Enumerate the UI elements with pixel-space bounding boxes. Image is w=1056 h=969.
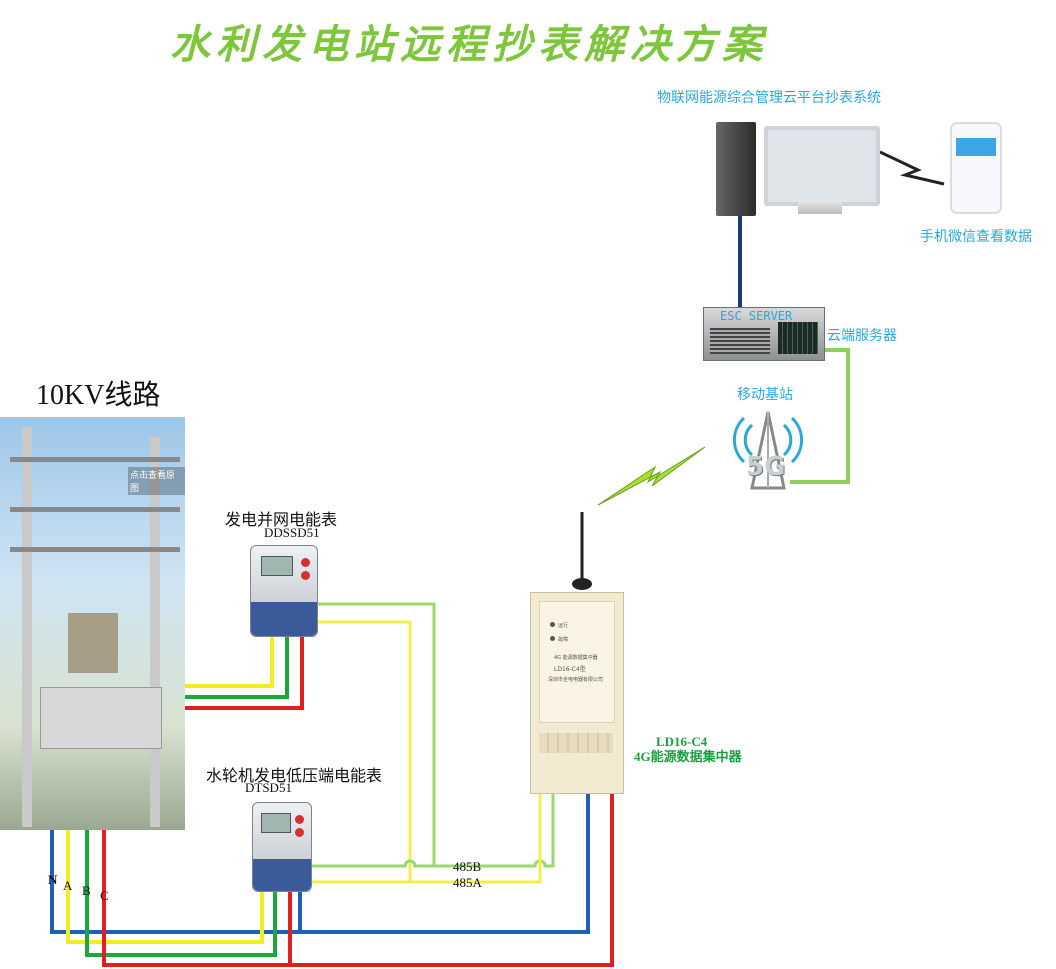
base-station-label: 移动基站 [737,387,793,403]
meter2-model: DTSD51 [245,780,292,795]
server-label: 云端服务器 [827,328,897,344]
bus-green-meter1 [316,602,436,866]
phase-label-c: C [100,888,109,903]
bus-label-485a: 485A [453,875,482,890]
server-icon: ESC SERVER [703,307,825,361]
collector-led-run: 运行 [558,623,569,629]
server-basestation-link [790,348,850,484]
phone-label: 手机微信查看数据 [920,229,1032,245]
base-station-icon [732,411,804,490]
pc-tower-icon [716,122,756,216]
collector-face-line3: 深圳市圭电电器有限公司 [548,677,604,683]
photo-overlay: 点击查看原图 [128,467,185,495]
collector-name: 4G能源数据集中器 [634,749,742,764]
cloud-system-label: 物联网能源综合管理云平台抄表系统 [657,90,881,106]
wire-yellow-meter1 [185,630,274,688]
monitor-icon [764,126,880,206]
wire-yellow-a [66,830,264,944]
bus-485b [310,790,555,868]
collector-face-line1: 4G 能源数据集中器 [554,655,598,661]
wire-blue-collector [300,790,590,934]
wire-red-meter1 [185,632,304,710]
page-title: 水利发电站远程抄表解决方案 [170,21,768,68]
wire-red-collector [290,790,614,967]
bus-yellow-meter1 [316,620,412,882]
meter1-title: 发电并网电能表 [225,512,338,529]
bus-485a [310,790,542,884]
substation-photo: 点击查看原图 [0,417,185,830]
server-chassis-text: ESC SERVER [720,309,793,323]
collector-face-line2: LD16-C4型 [554,666,586,673]
collector-device: 运行 故障 4G 能源数据集中器 LD16-C4型 深圳市圭电电器有限公司 [530,592,624,794]
meter2-title: 水轮机发电低压端电能表 [206,768,383,785]
phase-label-a: A [63,878,73,893]
antenna-base [572,578,592,590]
wire-green-meter1 [185,632,289,699]
5g-badge: 5G [746,452,786,482]
wire-blue-n [50,830,302,934]
bus-label-485b: 485B [453,859,482,874]
wireless-link-pc-phone [879,150,945,186]
phone-icon [950,122,1002,214]
phase-label-b: B [82,883,91,898]
collector-model: LD16-C4 [656,734,708,749]
phase-label-n: N [48,872,58,887]
wireless-link-collector-basestation [597,446,706,506]
line-label: 10KV线路 [36,380,161,411]
meter1-device [250,545,318,637]
meter1-model: DDSSD51 [264,525,320,540]
wire-green-b [85,830,277,957]
meter2-device [252,802,312,892]
monitor-stand [798,200,842,214]
collector-led-fault: 故障 [558,637,569,643]
wire-red-c [102,830,292,967]
